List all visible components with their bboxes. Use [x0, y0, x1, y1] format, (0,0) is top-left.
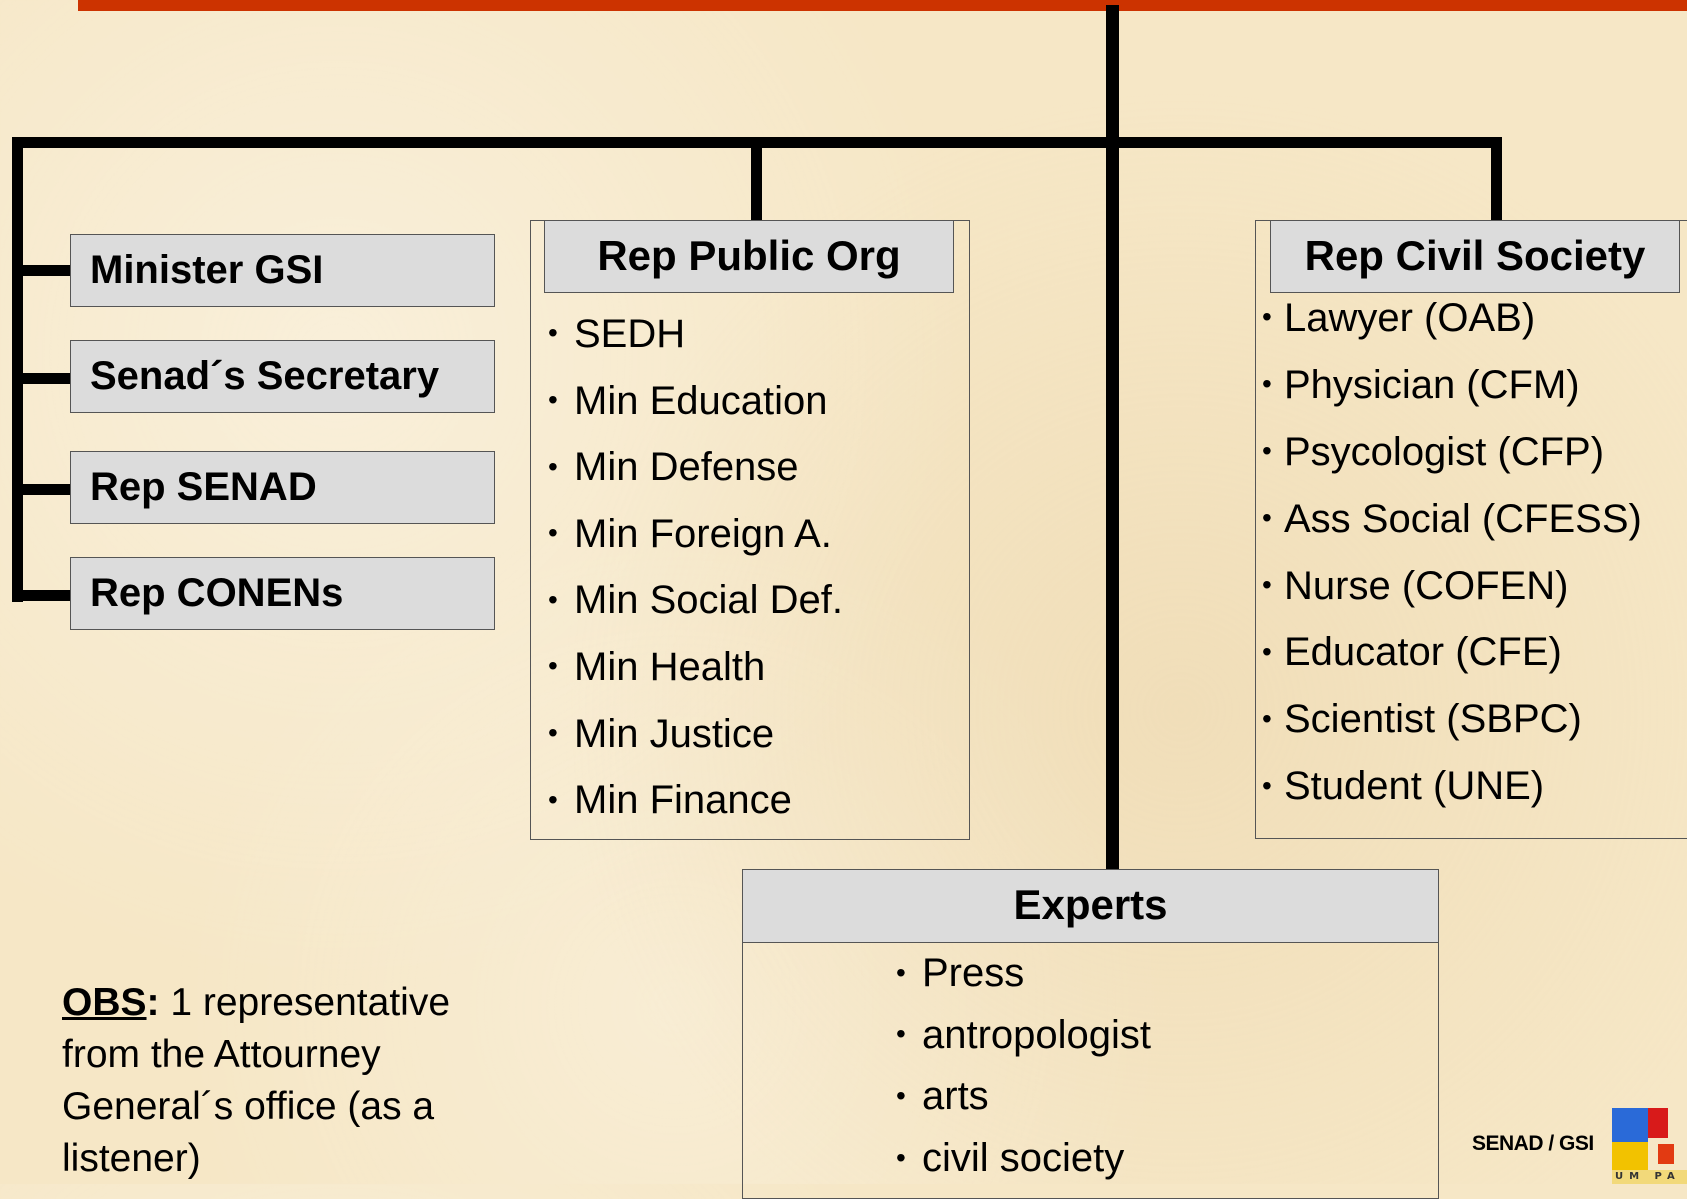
list-item-label: Min Health	[574, 644, 766, 689]
list-item: • Min Foreign A.	[548, 512, 843, 579]
bullet-icon: •	[1262, 769, 1272, 801]
list-item: • Min Defense	[548, 445, 843, 512]
list-item: • Psycologist (CFP)	[1262, 430, 1642, 497]
list-item: • Ass Social (CFESS)	[1262, 497, 1642, 564]
bullet-icon: •	[548, 317, 558, 349]
obs-text: 1 representative from the Attourney Gene…	[62, 981, 451, 1180]
list-item-label: civil society	[922, 1136, 1125, 1181]
list-item: • Physician (CFM)	[1262, 363, 1642, 430]
list-item-label: Physician (CFM)	[1284, 362, 1580, 407]
minister-gsi-box: Minister GSI	[70, 234, 495, 307]
list-item: • Scientist (SBPC)	[1262, 697, 1642, 764]
left-branch-minister	[12, 265, 72, 276]
list-item-label: Nurse (COFEN)	[1284, 563, 1569, 608]
list-item: • SEDH	[548, 312, 843, 379]
list-item: • civil society	[896, 1128, 1151, 1190]
bullet-icon: •	[1262, 702, 1272, 734]
list-item-label: SEDH	[574, 312, 686, 356]
bullet-icon: •	[548, 650, 558, 682]
list-item: • Min Social Def.	[548, 578, 843, 645]
list-item: • Student (UNE)	[1262, 764, 1642, 831]
public-org-connector	[751, 137, 762, 222]
list-item-label: Scientist (SBPC)	[1284, 697, 1582, 742]
list-item: • Min Education	[548, 379, 843, 446]
list-item: • arts	[896, 1066, 1151, 1128]
list-item-label: Min Finance	[574, 778, 792, 823]
obs-note: OBS: 1 representative from the Attourney…	[62, 977, 502, 1185]
bullet-icon: •	[548, 384, 558, 416]
footer-org-label: SENAD / GSI	[1472, 1132, 1594, 1155]
list-item: • antropologist	[896, 1005, 1151, 1067]
bullet-icon: •	[548, 717, 558, 748]
list-item: • Min Health	[548, 645, 843, 712]
left-vertical-connector	[12, 137, 23, 602]
experts-title: Experts	[742, 869, 1439, 943]
public-org-list: • SEDH • Min Education • Min Defense • Min F…	[548, 312, 843, 845]
logo: UM PA	[1612, 1104, 1687, 1184]
left-branch-conens	[12, 590, 72, 601]
list-item: • Min Finance	[548, 778, 843, 845]
logo-red-block	[1648, 1108, 1668, 1138]
list-item-label: Min Education	[574, 378, 828, 423]
list-item-label: Min Social Def.	[574, 578, 843, 623]
top-accent-bar	[78, 0, 1687, 11]
list-item-label: Min Defense	[574, 445, 799, 490]
bullet-icon: •	[548, 450, 558, 482]
bullet-icon: •	[548, 583, 558, 615]
list-item-label: Min Foreign A.	[574, 511, 832, 556]
civil-society-list: • Lawyer (OAB) • Physician (CFM) • Psycolog…	[1262, 296, 1642, 831]
civil-society-title: Rep Civil Society	[1270, 220, 1680, 293]
bullet-icon: •	[896, 956, 906, 988]
bullet-icon: •	[1262, 635, 1272, 667]
obs-colon: :	[146, 981, 160, 1024]
logo-yellow-block	[1612, 1142, 1648, 1170]
public-org-title: Rep Public Org	[544, 220, 954, 293]
bullet-icon: •	[1262, 502, 1272, 534]
bullet-icon: •	[896, 1141, 906, 1173]
logo-orange-block	[1658, 1144, 1674, 1164]
list-item: • Press	[896, 943, 1151, 1005]
list-item-label: Psycologist (CFP)	[1284, 429, 1605, 474]
obs-label: OBS	[62, 981, 147, 1024]
main-trunk-line	[1106, 5, 1119, 871]
senad-secretary-box: Senad´s Secretary	[70, 340, 495, 413]
logo-blue-block	[1612, 1108, 1648, 1142]
experts-list: • Press • antropologist • arts • civil socie…	[896, 943, 1151, 1190]
bullet-icon: •	[1262, 569, 1272, 600]
bullet-icon: •	[548, 517, 558, 549]
left-branch-secretary	[12, 373, 72, 384]
list-item-label: arts	[922, 1074, 989, 1119]
list-item: • Educator (CFE)	[1262, 630, 1642, 697]
logo-strip: UM PA	[1612, 1170, 1687, 1184]
list-item-label: Press	[922, 951, 1025, 995]
list-item: • Nurse (COFEN)	[1262, 564, 1642, 631]
bullet-icon: •	[1262, 368, 1272, 400]
list-item: • Min Justice	[548, 712, 843, 779]
bullet-icon: •	[1262, 301, 1272, 333]
list-item-label: Educator (CFE)	[1284, 630, 1562, 675]
bullet-icon: •	[1262, 435, 1272, 467]
list-item-label: Lawyer (OAB)	[1284, 296, 1536, 340]
list-item-label: antropologist	[922, 1012, 1152, 1057]
list-item: • Lawyer (OAB)	[1262, 296, 1642, 363]
civil-society-connector	[1491, 137, 1502, 221]
list-item-label: Student (UNE)	[1284, 764, 1545, 809]
rep-conens-box: Rep CONENs	[70, 557, 495, 630]
rep-senad-box: Rep SENAD	[70, 451, 495, 524]
bullet-icon: •	[548, 783, 558, 815]
bullet-icon: •	[896, 1079, 906, 1111]
left-branch-senad	[12, 484, 72, 495]
list-item-label: Ass Social (CFESS)	[1284, 496, 1642, 541]
bullet-icon: •	[896, 1018, 906, 1050]
list-item-label: Min Justice	[574, 711, 775, 756]
